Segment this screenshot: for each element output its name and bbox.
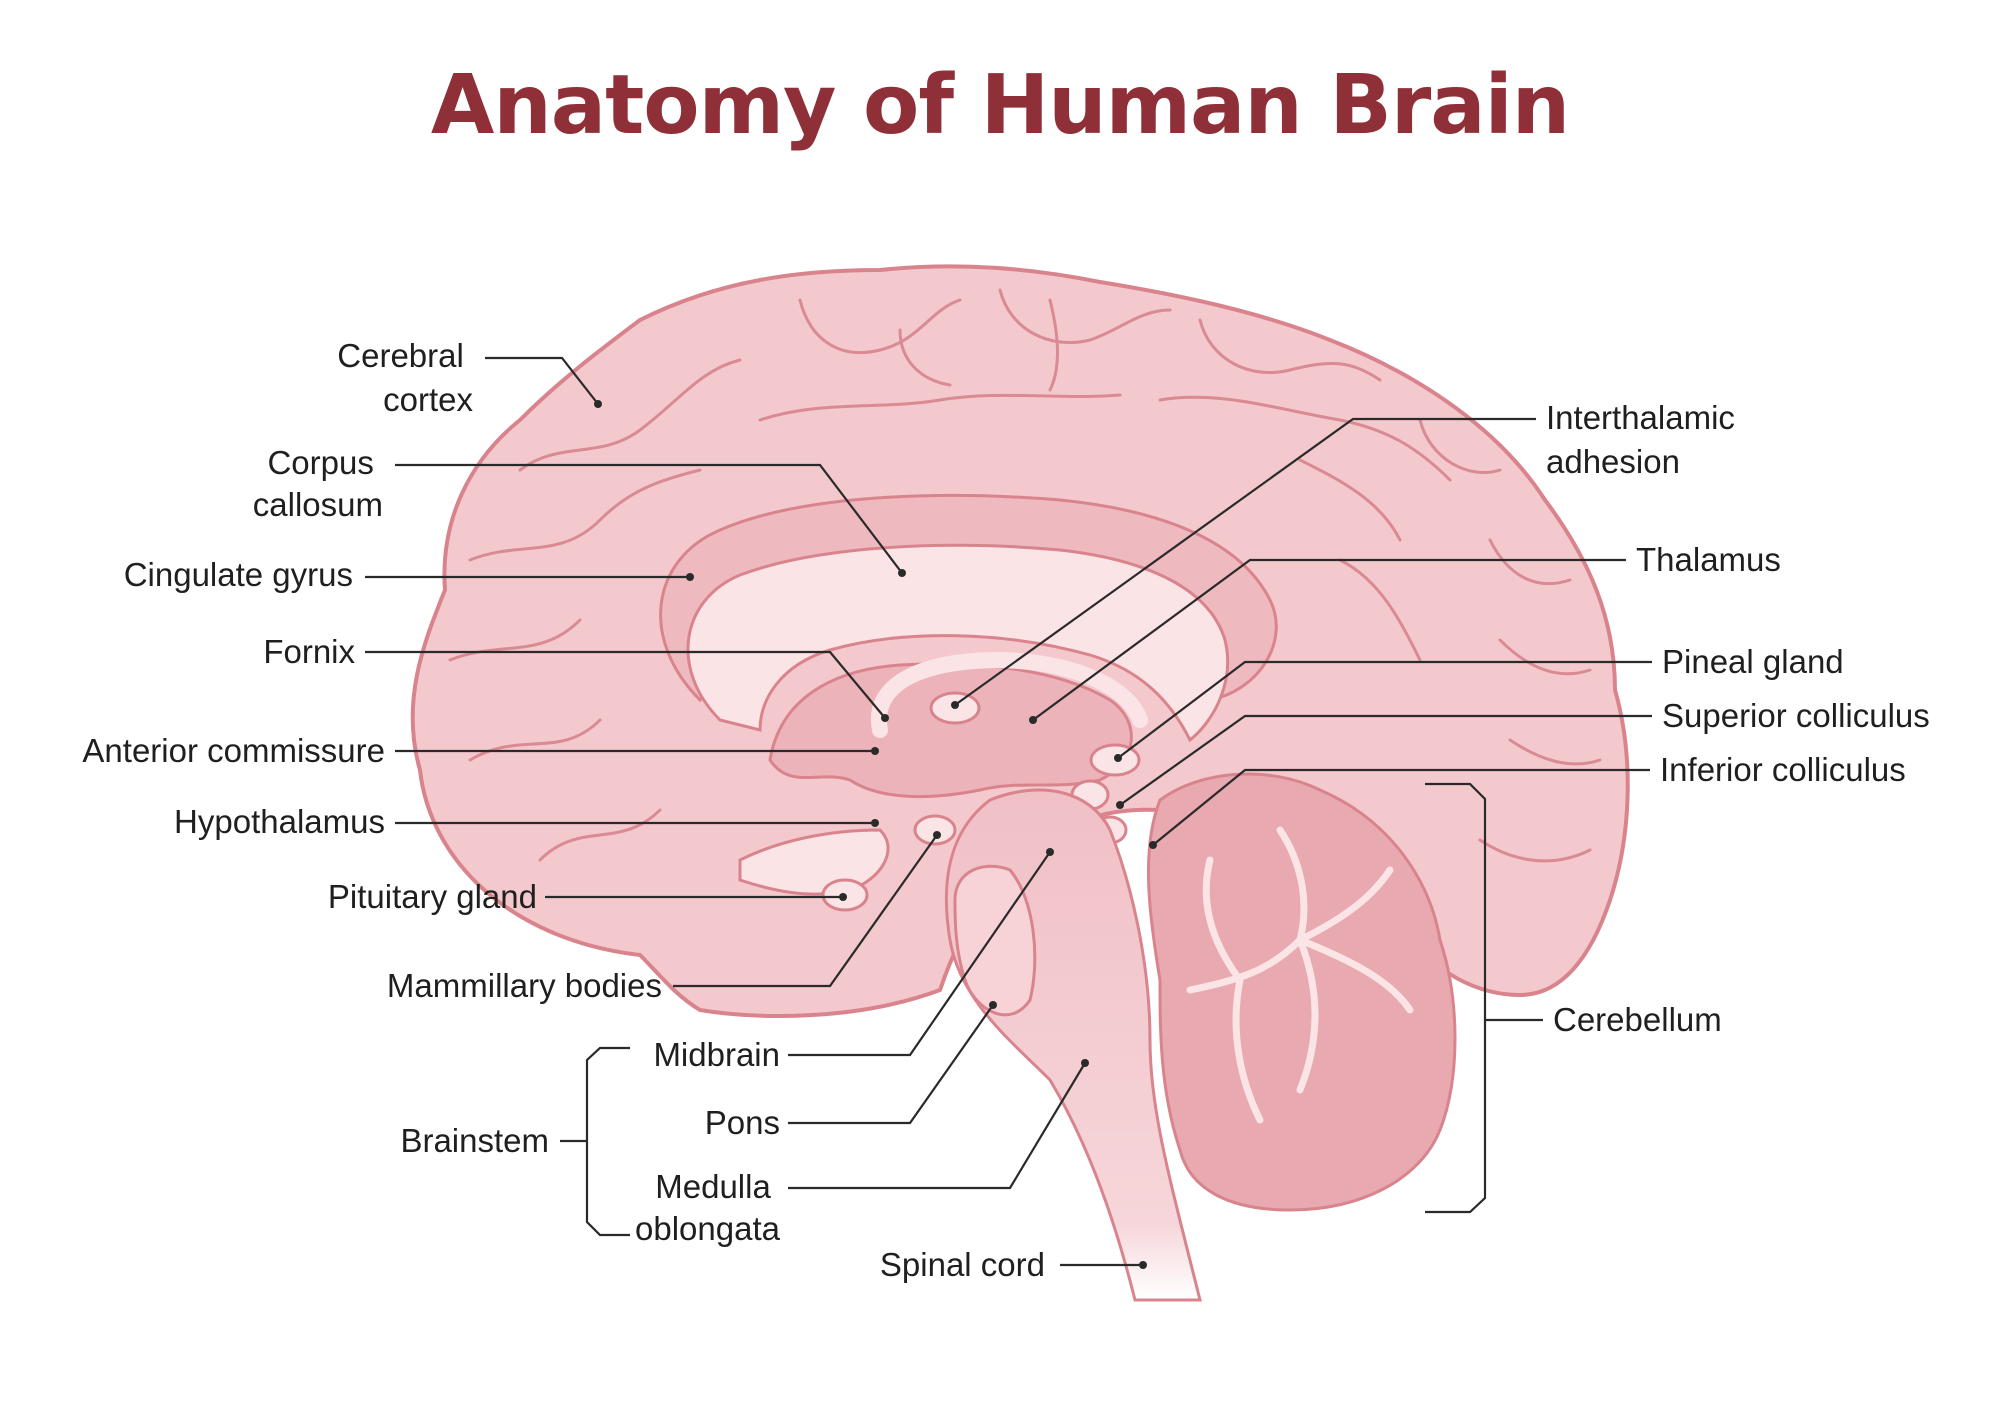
gyri-folds	[448, 288, 1602, 863]
label-cerebellum: Cerebellum	[1553, 1001, 1722, 1038]
label-thalamus: Thalamus	[1636, 541, 1781, 578]
label-interthalamic-adhesion: Interthalamic adhesion	[1546, 399, 1744, 480]
label-pineal-gland: Pineal gland	[1662, 643, 1844, 680]
label-medulla-oblongata: Medulla oblongata	[635, 1168, 781, 1247]
label-mammillary-bodies: Mammillary bodies	[387, 967, 662, 1004]
label-anterior-commissure: Anterior commissure	[82, 732, 385, 769]
label-cerebral-cortex: Cerebral cortex	[337, 337, 473, 418]
diencephalon-shape	[768, 662, 1133, 799]
corpus-callosum-shape	[686, 543, 1230, 743]
mammillary-body-shape	[913, 814, 957, 846]
fornix-shape	[870, 651, 1148, 738]
label-pituitary-gland: Pituitary gland	[328, 878, 537, 915]
leader-dots	[594, 400, 1157, 1269]
label-cingulate-gyrus: Cingulate gyrus	[124, 556, 353, 593]
label-corpus-callosum: Corpus callosum	[253, 444, 383, 523]
pons-shape	[953, 864, 1037, 1017]
label-inferior-colliculus: Inferior colliculus	[1660, 751, 1906, 788]
arbor-vitae	[1186, 826, 1414, 1124]
leader-lines	[365, 356, 1652, 1267]
label-hypothalamus: Hypothalamus	[174, 803, 385, 840]
label-superior-colliculus: Superior colliculus	[1662, 697, 1930, 734]
label-fornix: Fornix	[263, 633, 355, 670]
label-spinal-cord: Spinal cord	[880, 1246, 1045, 1283]
label-midbrain: Midbrain	[653, 1036, 780, 1073]
diagram-title: Anatomy of Human Brain	[430, 58, 1570, 153]
label-brainstem: Brainstem	[400, 1122, 549, 1159]
label-pons: Pons	[705, 1104, 780, 1141]
hypothalamus-shape	[738, 828, 890, 896]
